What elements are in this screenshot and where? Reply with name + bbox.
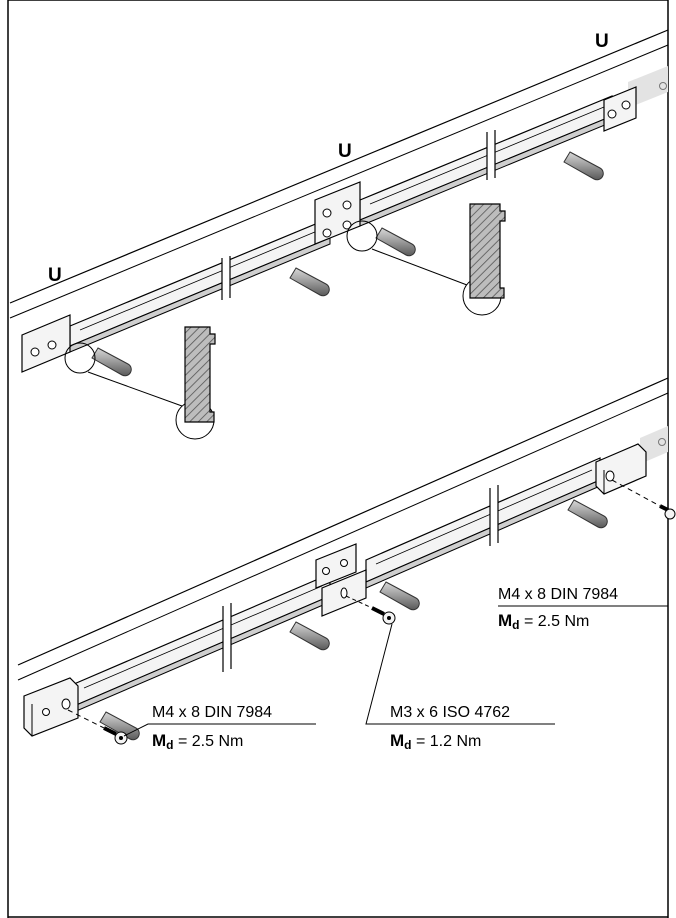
top-rail-profile-left: [184, 326, 216, 423]
callout-right-torque: Md = 2.5 Nm: [498, 612, 589, 631]
torque-value: = 2.5 Nm: [523, 613, 590, 630]
top-rail-continuation: [628, 66, 668, 108]
callout-middle-torque: Md = 1.2 Nm: [390, 732, 481, 751]
bottom-end-block-right: [595, 443, 647, 495]
bottom-support-pins: [99, 499, 608, 741]
callout-left-torque: Md = 2.5 Nm: [152, 732, 243, 751]
torque-subscript: d: [404, 738, 412, 752]
torque-symbol: M: [152, 731, 167, 750]
marker-u-top-right: U: [595, 31, 609, 52]
callout-left-spec: M4 x 8 DIN 7984: [152, 704, 273, 721]
bottom-surface-edge-upper: [17, 377, 669, 666]
torque-symbol: M: [498, 611, 513, 630]
callout-right-spec: M4 x 8 DIN 7984: [498, 586, 619, 603]
bottom-rail-continuation: [640, 426, 668, 464]
torque-value: = 1.2 Nm: [415, 733, 482, 750]
bottom-rail-left-body: [73, 573, 331, 707]
callout-middle-spec: M3 x 6 ISO 4762: [390, 704, 511, 721]
top-support-pins: [91, 151, 604, 377]
bottom-screw-right: [611, 479, 676, 520]
marker-u-mid: U: [338, 141, 352, 162]
top-assembly: [9, 29, 669, 440]
torque-value: = 2.5 Nm: [177, 733, 244, 750]
top-surface-edge-lower: [9, 44, 669, 319]
bottom-screw-left: [67, 709, 128, 745]
page-border: [7, 0, 669, 918]
torque-subscript: d: [512, 618, 520, 632]
top-rail-profile-right: [469, 203, 506, 299]
callout-leaders: [123, 520, 669, 737]
top-end-plate-right: [603, 86, 637, 132]
top-detail-leaders: [64, 220, 502, 440]
bottom-end-block-left: [23, 677, 79, 737]
torque-symbol: M: [390, 731, 405, 750]
top-end-plate-left: [21, 314, 71, 373]
top-break-marks: [221, 130, 496, 300]
bottom-rail-right-body: [365, 457, 601, 583]
bottom-center-clamp: [315, 543, 367, 617]
bottom-assembly: [17, 377, 676, 745]
bottom-surface-edge-lower: [17, 392, 669, 681]
top-center-plate: [314, 181, 361, 245]
top-surface-edge-upper: [9, 29, 669, 304]
torque-subscript: d: [166, 738, 174, 752]
bottom-screw-middle: [345, 595, 396, 625]
marker-u-left: U: [48, 265, 62, 286]
bottom-break-marks: [222, 485, 499, 672]
